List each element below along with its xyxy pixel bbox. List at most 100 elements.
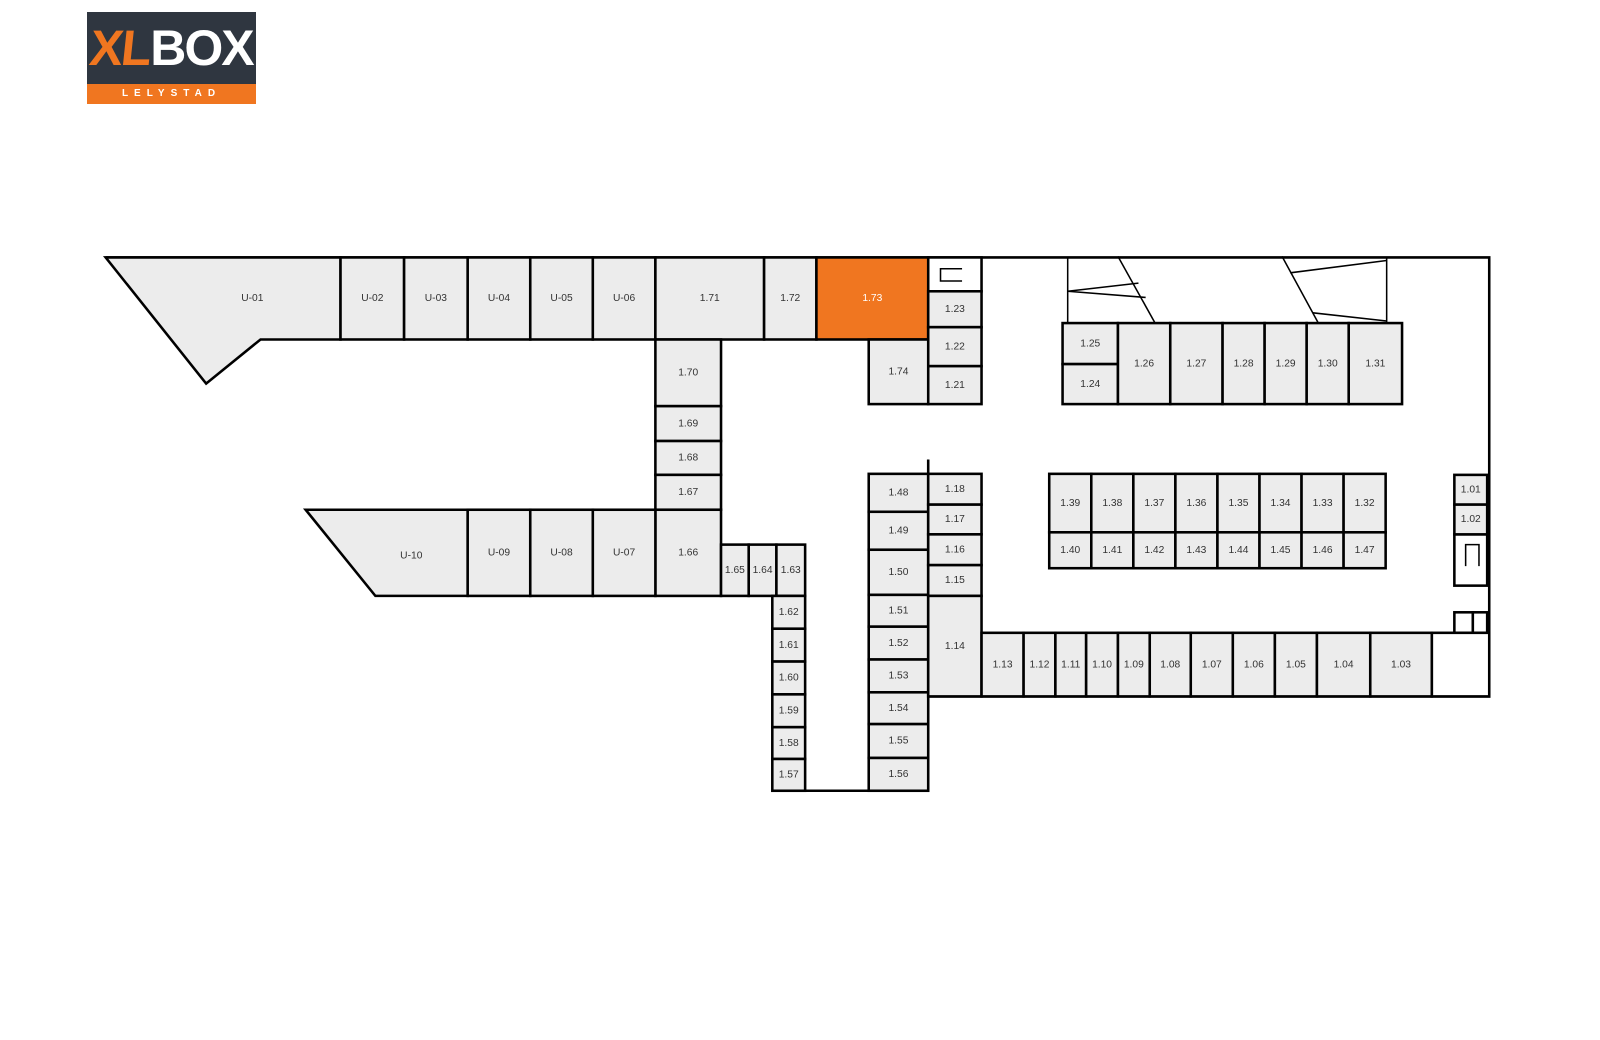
unit-1-39[interactable]: 1.39 (1047, 472, 1093, 534)
unit-1-11[interactable]: 1.11 (1054, 631, 1088, 698)
unit-shape[interactable] (1263, 321, 1308, 406)
unit-shape[interactable] (771, 693, 807, 729)
unit-1-53[interactable]: 1.53 (867, 658, 930, 694)
unit-1-14[interactable]: 1.14 (926, 594, 983, 698)
unit-1-67[interactable]: 1.67 (654, 473, 723, 512)
unit-1-21[interactable]: 1.21 (926, 364, 983, 406)
unit-1-23[interactable]: 1.23 (926, 290, 983, 329)
unit-1-42[interactable]: 1.42 (1132, 531, 1177, 570)
unit-shape[interactable] (1132, 472, 1177, 534)
unit-1-74[interactable]: 1.74 (867, 338, 930, 406)
unit-shape[interactable] (926, 533, 983, 567)
unit-u-07[interactable]: U-07 (591, 508, 657, 598)
unit-1-34[interactable]: 1.34 (1258, 472, 1303, 534)
unit-1-64[interactable]: 1.64 (747, 543, 778, 598)
unit-shape[interactable] (102, 256, 342, 386)
unit-shape[interactable] (1300, 531, 1345, 570)
unit-shape[interactable] (302, 508, 469, 598)
unit-1-69[interactable]: 1.69 (654, 404, 723, 443)
unit-1-18[interactable]: 1.18 (926, 472, 983, 506)
unit-1-09[interactable]: 1.09 (1116, 631, 1152, 698)
unit-1-22[interactable]: 1.22 (926, 325, 983, 368)
unit-u-10[interactable]: U-10 (302, 508, 469, 598)
unit-1-60[interactable]: 1.60 (771, 660, 807, 696)
unit-shape[interactable] (591, 256, 657, 341)
unit-1-29[interactable]: 1.29 (1263, 321, 1308, 406)
unit-1-10[interactable]: 1.10 (1084, 631, 1120, 698)
unit-1-24[interactable]: 1.24 (1061, 362, 1120, 406)
unit-1-57[interactable]: 1.57 (771, 757, 807, 793)
unit-shape[interactable] (654, 439, 723, 477)
unit-u-05[interactable]: U-05 (528, 256, 595, 341)
unit-u-01[interactable]: U-01 (102, 256, 342, 386)
unit-1-25[interactable]: 1.25 (1061, 321, 1120, 366)
unit-1-44[interactable]: 1.44 (1216, 531, 1261, 570)
unit-1-16[interactable]: 1.16 (926, 533, 983, 567)
unit-1-46[interactable]: 1.46 (1300, 531, 1345, 570)
unit-1-41[interactable]: 1.41 (1089, 531, 1135, 570)
unit-1-31[interactable]: 1.31 (1347, 321, 1404, 406)
unit-1-02[interactable]: 1.02 (1453, 503, 1489, 536)
unit-shape[interactable] (654, 473, 723, 512)
unit-shape[interactable] (1148, 631, 1193, 698)
unit-shape[interactable] (926, 563, 983, 598)
unit-1-15[interactable]: 1.15 (926, 563, 983, 598)
unit-1-73[interactable]: 1.73 (815, 256, 930, 341)
unit-1-48[interactable]: 1.48 (867, 472, 930, 514)
unit-u-03[interactable]: U-03 (402, 256, 469, 341)
unit-shape[interactable] (771, 594, 807, 630)
unit-1-04[interactable]: 1.04 (1315, 631, 1372, 698)
unit-1-66[interactable]: 1.66 (654, 508, 723, 598)
unit-1-43[interactable]: 1.43 (1174, 531, 1219, 570)
unit-1-26[interactable]: 1.26 (1116, 321, 1172, 406)
unit-shape[interactable] (1061, 362, 1120, 406)
unit-shape[interactable] (1305, 321, 1350, 406)
unit-shape[interactable] (926, 472, 983, 506)
unit-shape[interactable] (1168, 321, 1224, 406)
unit-1-49[interactable]: 1.49 (867, 510, 930, 552)
unit-shape[interactable] (1116, 321, 1172, 406)
unit-shape[interactable] (1084, 631, 1120, 698)
unit-1-70[interactable]: 1.70 (654, 338, 723, 408)
unit-1-72[interactable]: 1.72 (762, 256, 818, 341)
unit-shape[interactable] (402, 256, 469, 341)
unit-1-45[interactable]: 1.45 (1258, 531, 1303, 570)
unit-shape[interactable] (771, 757, 807, 793)
unit-u-04[interactable]: U-04 (466, 256, 532, 341)
unit-shape[interactable] (1054, 631, 1088, 698)
unit-1-36[interactable]: 1.36 (1174, 472, 1219, 534)
unit-shape[interactable] (775, 543, 807, 598)
unit-shape[interactable] (528, 256, 595, 341)
unit-u-02[interactable]: U-02 (339, 256, 406, 341)
unit-1-35[interactable]: 1.35 (1216, 472, 1261, 534)
unit-shape[interactable] (1453, 503, 1489, 536)
unit-1-37[interactable]: 1.37 (1132, 472, 1177, 534)
unit-1-27[interactable]: 1.27 (1168, 321, 1224, 406)
unit-1-30[interactable]: 1.30 (1305, 321, 1350, 406)
unit-1-62[interactable]: 1.62 (771, 594, 807, 630)
unit-1-51[interactable]: 1.51 (867, 593, 930, 628)
unit-1-52[interactable]: 1.52 (867, 625, 930, 661)
unit-1-38[interactable]: 1.38 (1089, 472, 1135, 534)
unit-1-06[interactable]: 1.06 (1231, 631, 1277, 698)
unit-shape[interactable] (867, 338, 930, 406)
unit-shape[interactable] (528, 508, 595, 598)
unit-1-56[interactable]: 1.56 (867, 756, 930, 793)
unit-1-61[interactable]: 1.61 (771, 627, 807, 663)
unit-shape[interactable] (980, 631, 1025, 698)
unit-1-05[interactable]: 1.05 (1273, 631, 1319, 698)
unit-shape[interactable] (771, 627, 807, 663)
unit-shape[interactable] (1258, 472, 1303, 534)
unit-shape[interactable] (1089, 472, 1135, 534)
unit-shape[interactable] (1116, 631, 1152, 698)
unit-1-54[interactable]: 1.54 (867, 691, 930, 726)
unit-1-08[interactable]: 1.08 (1148, 631, 1193, 698)
unit-1-71[interactable]: 1.71 (654, 256, 766, 341)
unit-shape[interactable] (1342, 531, 1387, 570)
unit-1-03[interactable]: 1.03 (1368, 631, 1434, 698)
unit-1-47[interactable]: 1.47 (1342, 531, 1387, 570)
unit-1-68[interactable]: 1.68 (654, 439, 723, 477)
unit-shape[interactable] (1347, 321, 1404, 406)
unit-shape[interactable] (1221, 321, 1266, 406)
unit-u-06[interactable]: U-06 (591, 256, 657, 341)
